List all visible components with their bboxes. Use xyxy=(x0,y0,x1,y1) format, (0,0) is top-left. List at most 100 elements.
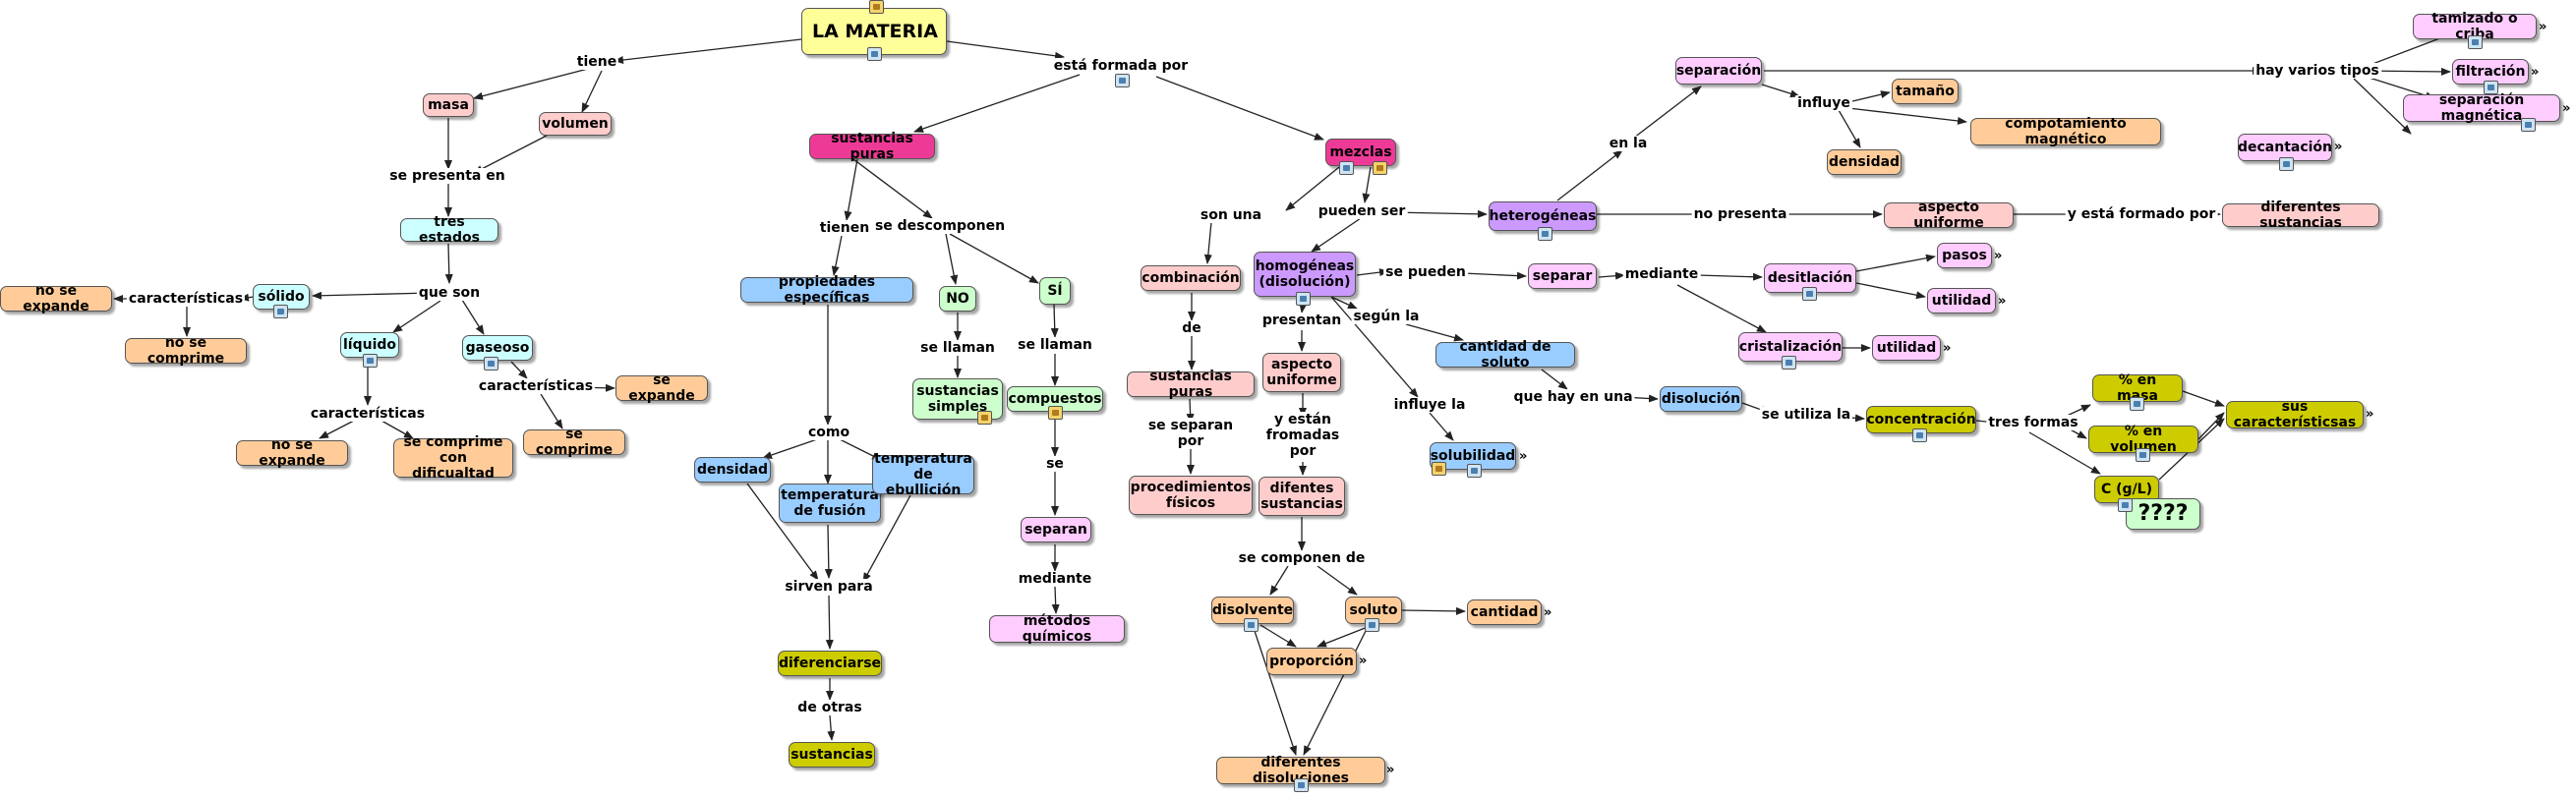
image-resource-icon[interactable] xyxy=(2279,157,2294,171)
node-utilidad-1[interactable]: utilidad xyxy=(1927,288,1996,314)
expand-chevron-icon[interactable]: » xyxy=(1544,605,1552,620)
image-resource-icon[interactable] xyxy=(273,305,288,318)
node-temp-ebullicion[interactable]: temperatura de ebullición xyxy=(872,451,974,498)
node-gaseoso[interactable]: gaseoso xyxy=(462,335,533,361)
node-procedimientos-fisicos[interactable]: procedimientos físicos xyxy=(1129,476,1253,515)
image-resource-icon[interactable] xyxy=(1115,74,1130,87)
image-resource-icon[interactable] xyxy=(2484,81,2498,94)
node-separacion[interactable]: separación xyxy=(1675,57,1762,85)
expand-chevron-icon[interactable]: » xyxy=(1519,449,1528,464)
node-la-materia[interactable]: LA MATERIA xyxy=(801,8,947,55)
node-destilacion[interactable]: desitlación xyxy=(1764,263,1856,293)
node-solido[interactable]: sólido xyxy=(253,284,310,310)
node-sustancias[interactable]: sustancias xyxy=(789,742,875,768)
node-cantidad[interactable]: cantidad xyxy=(1467,599,1542,625)
phrase-y-estan-formadas-por: y están fromadas por xyxy=(1263,412,1342,459)
node-propiedades-especificas[interactable]: propiedades específicas xyxy=(740,274,913,306)
expand-chevron-icon[interactable]: » xyxy=(2531,65,2540,80)
expand-chevron-icon[interactable]: » xyxy=(1994,249,2003,263)
multi-resource-icon[interactable] xyxy=(977,411,992,425)
multi-resource-icon[interactable] xyxy=(1432,462,1446,476)
node-temp-fusion[interactable]: temperatura de fusión xyxy=(779,484,881,523)
image-resource-icon[interactable] xyxy=(1912,428,1927,442)
node-homogeneas[interactable]: homogéneas (disolución) xyxy=(1254,252,1356,297)
expand-chevron-icon[interactable]: » xyxy=(1386,763,1395,777)
node-proporcion[interactable]: proporción xyxy=(1266,648,1357,675)
node-utilidad-2[interactable]: utilidad xyxy=(1872,335,1941,361)
node-aspecto-uniforme-2[interactable]: aspecto uniforme xyxy=(1884,200,2014,231)
node-comportamiento-magnetico[interactable]: compotamiento magnético xyxy=(1970,116,2161,147)
node-sustancias-puras-2[interactable]: sustancias puras xyxy=(1127,369,1255,400)
image-resource-icon[interactable] xyxy=(363,354,378,368)
image-resource-icon[interactable] xyxy=(867,47,882,61)
image-resource-icon[interactable] xyxy=(2521,118,2536,132)
expand-chevron-icon[interactable]: » xyxy=(2539,20,2547,34)
node-separar[interactable]: separar xyxy=(1528,263,1597,289)
node-tres-estados[interactable]: tres estados xyxy=(400,214,498,246)
node-diferenciarse[interactable]: diferenciarse xyxy=(778,651,882,676)
node-combinacion[interactable]: combinación xyxy=(1141,265,1241,291)
node-no[interactable]: NO xyxy=(939,286,976,312)
node-tamano[interactable]: tamaño xyxy=(1892,79,1959,104)
multi-resource-icon[interactable] xyxy=(1373,161,1387,175)
node-diferentes-sustancias-1[interactable]: difentes sustancias xyxy=(1259,477,1345,516)
connector-line xyxy=(831,235,843,276)
image-resource-icon[interactable] xyxy=(2468,35,2483,49)
expand-chevron-icon[interactable]: » xyxy=(2334,140,2343,154)
image-resource-icon[interactable] xyxy=(1365,618,1379,632)
node-separacion-magnetica[interactable]: separación magnética xyxy=(2403,92,2560,124)
connector-line xyxy=(1429,412,1454,441)
image-resource-icon[interactable] xyxy=(1339,161,1354,175)
expand-chevron-icon[interactable]: » xyxy=(2366,407,2374,422)
node-no-se-comprime[interactable]: no se comprime xyxy=(125,335,247,367)
node-aspecto-uniforme-1[interactable]: aspecto uniforme xyxy=(1262,353,1341,392)
connector-line xyxy=(1633,86,1702,139)
node-liquido[interactable]: líquido xyxy=(340,332,399,358)
node-no-se-expande-2[interactable]: no se expande xyxy=(236,437,348,469)
multi-resource-icon[interactable] xyxy=(869,0,884,14)
node-se-expande[interactable]: se expande xyxy=(615,372,708,404)
image-resource-icon[interactable] xyxy=(1294,778,1309,792)
image-resource-icon[interactable] xyxy=(1538,227,1552,241)
node-volumen[interactable]: volumen xyxy=(539,112,612,136)
node-densidad-1[interactable]: densidad xyxy=(694,457,771,483)
node-masa[interactable]: masa xyxy=(423,93,474,117)
node-disolucion[interactable]: disolución xyxy=(1660,386,1742,412)
node-densidad-2[interactable]: densidad xyxy=(1827,149,1902,175)
node-heterogeneas[interactable]: heterogéneas xyxy=(1489,201,1597,231)
node-no-se-expande-1[interactable]: no se expande xyxy=(0,283,112,314)
image-resource-icon[interactable] xyxy=(2130,397,2144,411)
phrase-como: como xyxy=(805,425,852,440)
image-resource-icon[interactable] xyxy=(1467,464,1482,478)
expand-chevron-icon[interactable]: » xyxy=(1998,294,2007,309)
expand-chevron-icon[interactable]: » xyxy=(2562,101,2571,116)
image-resource-icon[interactable] xyxy=(2136,448,2150,462)
connector-line xyxy=(319,420,355,439)
image-resource-icon[interactable] xyxy=(484,357,498,370)
multi-resource-icon[interactable] xyxy=(1048,406,1063,420)
image-resource-icon[interactable] xyxy=(2118,498,2133,512)
node-separan[interactable]: separan xyxy=(1021,517,1091,542)
image-resource-icon[interactable] xyxy=(1296,292,1311,306)
node-si[interactable]: SÍ xyxy=(1039,277,1071,305)
phrase-sirven-para: sirven para xyxy=(783,579,875,595)
connector-line xyxy=(1541,369,1568,390)
node-sustancias-simples[interactable]: sustancias simples xyxy=(912,378,1003,420)
node-se-comprime-dificultad[interactable]: se comprime con dificualtad xyxy=(393,434,513,482)
image-resource-icon[interactable] xyxy=(1244,618,1259,632)
decantacion-box[interactable]: decantación xyxy=(2238,134,2332,161)
image-resource-icon[interactable] xyxy=(1782,356,1796,370)
node-cantidad-de-soluto[interactable]: cantidad de soluto xyxy=(1435,339,1575,370)
node-interrogacion[interactable]: ???? xyxy=(2126,498,2200,530)
node-diferentes-sustancias-2[interactable]: diferentes sustancias xyxy=(2222,200,2379,231)
node-se-comprime[interactable]: se comprime xyxy=(523,427,625,458)
node-tamizado[interactable]: tamizado o criba xyxy=(2413,11,2537,42)
expand-chevron-icon[interactable]: » xyxy=(1943,341,1952,356)
node-metodos-quimicos[interactable]: métodos químicos xyxy=(989,613,1125,645)
expand-chevron-icon[interactable]: » xyxy=(1359,654,1368,668)
node-pasos[interactable]: pasos xyxy=(1937,243,1992,268)
image-resource-icon[interactable] xyxy=(1802,287,1817,301)
node-sustancias-puras[interactable]: sustancias puras xyxy=(809,131,935,162)
node-sus-caracteristicas[interactable]: sus característicsas xyxy=(2226,399,2364,430)
